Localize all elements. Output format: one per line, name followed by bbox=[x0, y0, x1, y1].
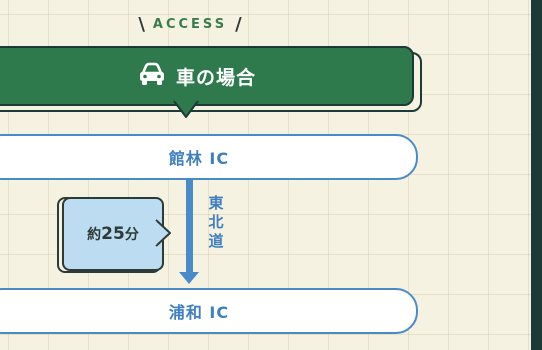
highway-char-1: 東 bbox=[208, 194, 224, 212]
route-arrow-head bbox=[179, 272, 199, 284]
car-icon bbox=[138, 62, 166, 91]
access-heading: \ ACCESS / bbox=[130, 12, 250, 36]
travel-time-number: 25 bbox=[101, 224, 125, 244]
right-edge-bar bbox=[531, 0, 542, 350]
start-interchange-label: 館林 IC bbox=[168, 149, 230, 168]
start-interchange: 館林 IC bbox=[0, 134, 418, 180]
travel-time-suffix: 分 bbox=[124, 227, 139, 243]
travel-time-badge: 約 25 分 bbox=[62, 197, 164, 271]
highway-name: 東 北 道 bbox=[206, 194, 226, 251]
by-car-banner: 車の場合 bbox=[0, 46, 414, 106]
highway-char-3: 道 bbox=[208, 232, 224, 250]
end-interchange-label: 浦和 IC bbox=[168, 303, 230, 322]
travel-time-pointer bbox=[153, 219, 174, 250]
access-label: ACCESS bbox=[152, 16, 228, 32]
access-slash-right: / bbox=[235, 13, 242, 35]
end-interchange: 浦和 IC bbox=[0, 288, 418, 334]
route-arrow-line bbox=[186, 178, 193, 276]
travel-time-prefix: 約 bbox=[87, 227, 102, 243]
highway-char-2: 北 bbox=[208, 213, 224, 231]
access-slash-left: \ bbox=[138, 13, 145, 35]
banner-title: 車の場合 bbox=[175, 66, 256, 89]
